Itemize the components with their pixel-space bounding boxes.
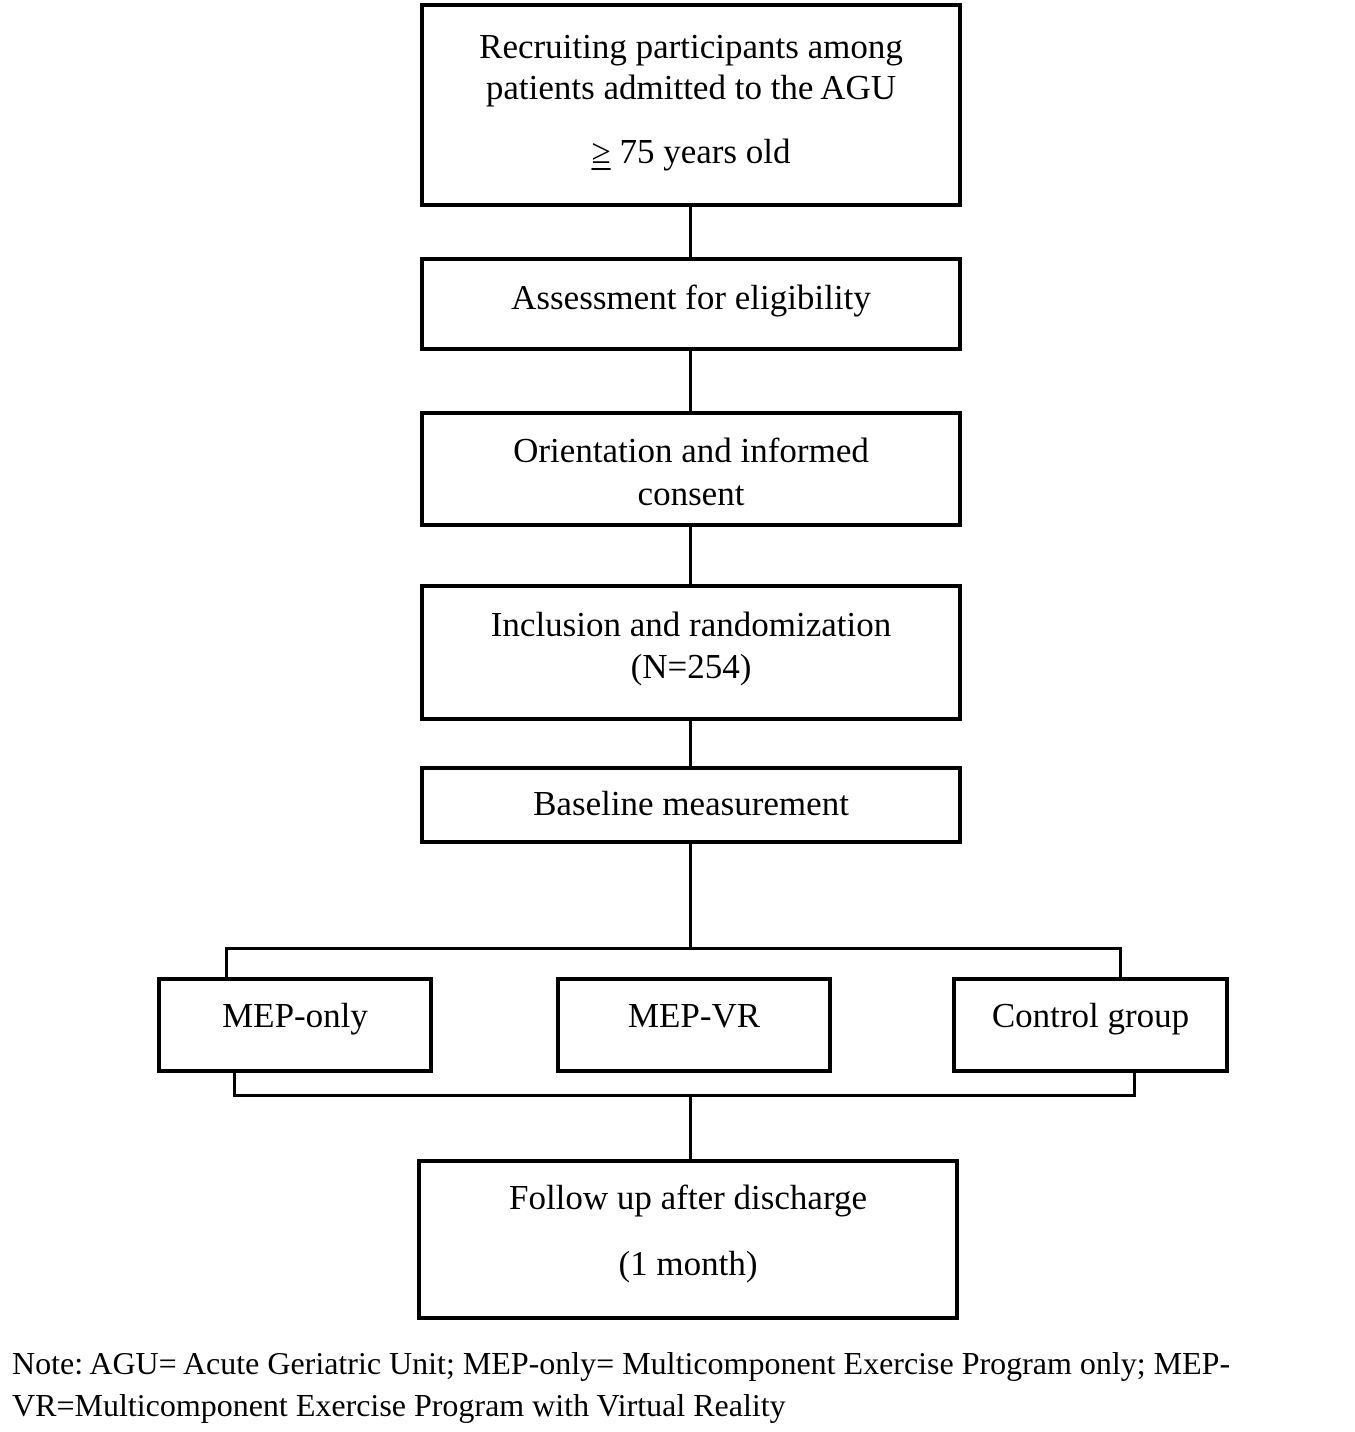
eligibility-label: Assessment for eligibility — [511, 278, 871, 317]
recruitment-age-criterion: ≥ 75 years old — [424, 131, 958, 173]
footnote-line-1: Note: AGU= Acute Geriatric Unit; MEP-onl… — [12, 1345, 1231, 1381]
randomization-line-1: Inclusion and randomization — [490, 605, 892, 644]
baseline-box: Baseline measurement — [420, 766, 962, 844]
group-label-control: Control group — [991, 996, 1190, 1035]
recruitment-line-2: patients admitted to the AGU — [485, 68, 897, 107]
greater-or-equal-symbol: ≥ — [591, 132, 611, 171]
followup-line-2: (1 month) — [618, 1244, 758, 1283]
split-drop-left — [225, 947, 228, 978]
followup-box: Follow up after discharge (1 month) — [417, 1159, 959, 1320]
group-box-mep-only: MEP-only — [157, 977, 433, 1073]
randomization-line-2: (N=254) — [630, 647, 752, 686]
connector-merge-followup — [689, 1097, 692, 1160]
recruitment-box: Recruiting participants among patients a… — [420, 3, 962, 207]
group-box-mep-vr: MEP-VR — [556, 977, 832, 1073]
age-criterion-text: 75 years old — [610, 132, 791, 171]
followup-line-1: Follow up after discharge — [508, 1178, 867, 1217]
footnote-line-2: VR=Multicomponent Exercise Program with … — [12, 1387, 786, 1423]
baseline-label: Baseline measurement — [533, 784, 849, 823]
randomization-box: Inclusion and randomization (N=254) — [420, 584, 962, 721]
connector-randomization-baseline — [689, 720, 692, 767]
eligibility-box: Assessment for eligibility — [420, 257, 962, 351]
group-label-mep-only: MEP-only — [222, 996, 368, 1035]
group-box-control: Control group — [952, 977, 1229, 1073]
group-label-mep-vr: MEP-VR — [627, 996, 761, 1035]
split-drop-right — [1119, 947, 1122, 978]
consent-box: Orientation and informed consent — [420, 411, 962, 527]
recruitment-line-1: Recruiting participants among — [479, 27, 903, 66]
split-horizontal-line — [225, 947, 1122, 950]
merge-rise-left — [233, 1072, 236, 1097]
consent-line-1: Orientation and informed — [513, 431, 869, 470]
connector-eligibility-consent — [689, 350, 692, 412]
consent-line-2: consent — [637, 474, 745, 513]
connector-baseline-split — [689, 843, 692, 950]
footnote: Note: AGU= Acute Geriatric Unit; MEP-onl… — [12, 1342, 1352, 1426]
connector-consent-randomization — [689, 526, 692, 585]
merge-horizontal-line — [233, 1094, 1136, 1097]
connector-recruit-eligibility — [689, 206, 692, 258]
merge-rise-right — [1133, 1072, 1136, 1097]
